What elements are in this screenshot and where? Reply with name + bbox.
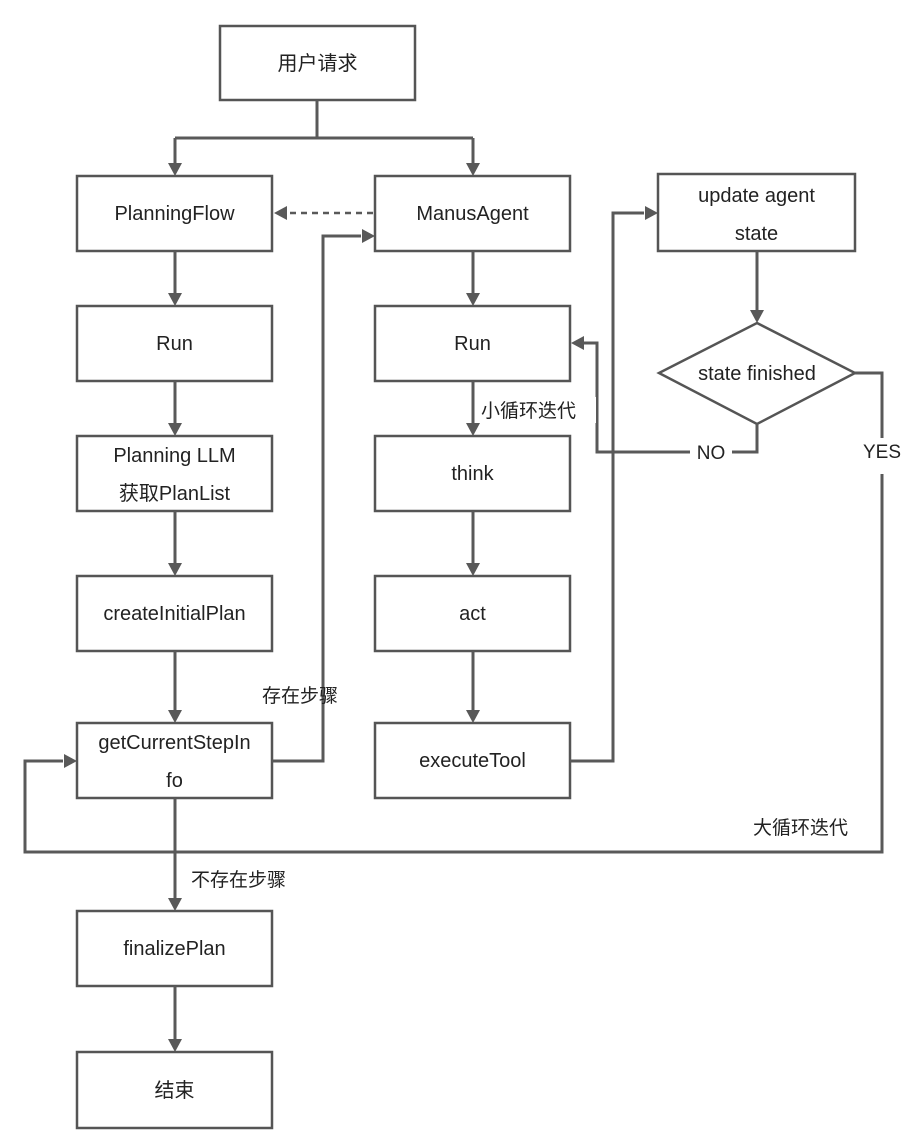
node-act-label: act	[459, 603, 486, 625]
node-user-request-label: 用户请求	[278, 52, 358, 75]
node-update-state-label-1: update agent	[698, 185, 815, 207]
node-finalize-plan-label: finalizePlan	[123, 938, 225, 960]
node-get-current-step-label-2: fo	[166, 770, 183, 792]
edge-think-to-act	[466, 511, 480, 576]
arrowhead	[645, 206, 658, 220]
node-end: 结束	[75, 1050, 274, 1130]
edge-update-to-decision	[750, 251, 764, 323]
arrowhead	[466, 293, 480, 306]
edge-decision-no-to-run	[571, 336, 759, 454]
node-pf-run-label: Run	[156, 333, 193, 355]
node-pf-run: Run	[75, 304, 274, 383]
arrowhead	[168, 163, 182, 176]
node-get-current-step: getCurrentStepIn fo	[75, 721, 274, 800]
edge-decision-yes-big-loop	[23, 371, 884, 854]
edge-label-yes: YES	[858, 438, 906, 474]
edge-llm-to-create	[168, 511, 182, 576]
node-think: think	[373, 434, 572, 513]
node-state-finished-label: state finished	[698, 363, 816, 385]
node-ma-run-label: Run	[454, 333, 491, 355]
node-manus-agent: ManusAgent	[373, 174, 572, 253]
edge-label-no: NO	[690, 440, 732, 464]
edge-agent-to-flow-dashed	[274, 206, 373, 220]
edge-label-small-loop: 小循环迭代	[478, 397, 596, 423]
arrowhead	[274, 206, 287, 220]
arrowhead	[750, 310, 764, 323]
arrowhead	[168, 423, 182, 436]
node-get-current-step-label-1: getCurrentStepIn	[98, 732, 250, 754]
edge-label-no-step: 不存在步骤	[191, 869, 286, 891]
node-create-initial-plan: createInitialPlan	[75, 574, 274, 653]
edge-execute-to-update	[570, 206, 658, 763]
edge-finalize-to-end	[168, 986, 182, 1052]
node-manus-agent-label: ManusAgent	[416, 203, 529, 225]
arrowhead	[168, 710, 182, 723]
node-think-label: think	[451, 463, 494, 485]
edge-run-to-think	[466, 381, 480, 436]
node-planning-llm-label-2: 获取PlanList	[119, 482, 231, 505]
node-state-finished: state finished	[656, 321, 858, 426]
arrowhead	[168, 898, 182, 911]
svg-text:小循环迭代: 小循环迭代	[481, 400, 576, 422]
node-planning-llm: Planning LLM 获取PlanList	[75, 434, 274, 513]
svg-text:存在步骤: 存在步骤	[262, 685, 338, 707]
arrowhead	[466, 563, 480, 576]
edge-run-to-llm	[168, 381, 182, 436]
edge-flow-to-run	[168, 251, 182, 306]
arrowhead	[168, 1039, 182, 1052]
edge-user-to-flow-and-agent	[168, 100, 480, 176]
svg-text:大循环迭代: 大循环迭代	[753, 817, 848, 839]
arrowhead	[64, 754, 77, 768]
edge-getstep-to-finalize	[168, 798, 182, 911]
arrowhead	[571, 336, 584, 350]
node-planning-llm-label-1: Planning LLM	[113, 445, 235, 467]
arrowhead	[466, 423, 480, 436]
node-update-state-label-2: state	[735, 223, 778, 245]
svg-text:不存在步骤: 不存在步骤	[191, 869, 286, 891]
node-execute-tool: executeTool	[373, 721, 572, 800]
edge-create-to-getstep	[168, 651, 182, 723]
node-execute-tool-label: executeTool	[419, 750, 526, 772]
node-planning-flow: PlanningFlow	[75, 174, 274, 253]
edge-label-big-loop: 大循环迭代	[753, 817, 848, 839]
svg-text:YES: YES	[863, 442, 901, 463]
arrowhead	[168, 563, 182, 576]
node-user-request: 用户请求	[218, 24, 417, 102]
arrowhead	[466, 163, 480, 176]
node-planning-flow-label: PlanningFlow	[114, 203, 235, 225]
edge-act-to-execute	[466, 651, 480, 723]
edge-getstep-to-agent	[272, 229, 375, 763]
arrowhead	[466, 710, 480, 723]
arrowhead	[168, 293, 182, 306]
node-create-initial-plan-label: createInitialPlan	[103, 603, 245, 625]
node-ma-run: Run	[373, 304, 572, 383]
node-update-state: update agent state	[656, 172, 857, 253]
edge-label-has-step: 存在步骤	[262, 685, 338, 707]
edge-agent-to-run	[466, 251, 480, 306]
svg-text:NO: NO	[697, 443, 726, 464]
node-finalize-plan: finalizePlan	[75, 909, 274, 988]
node-act: act	[373, 574, 572, 653]
node-end-label: 结束	[155, 1079, 195, 1102]
arrowhead	[362, 229, 375, 243]
